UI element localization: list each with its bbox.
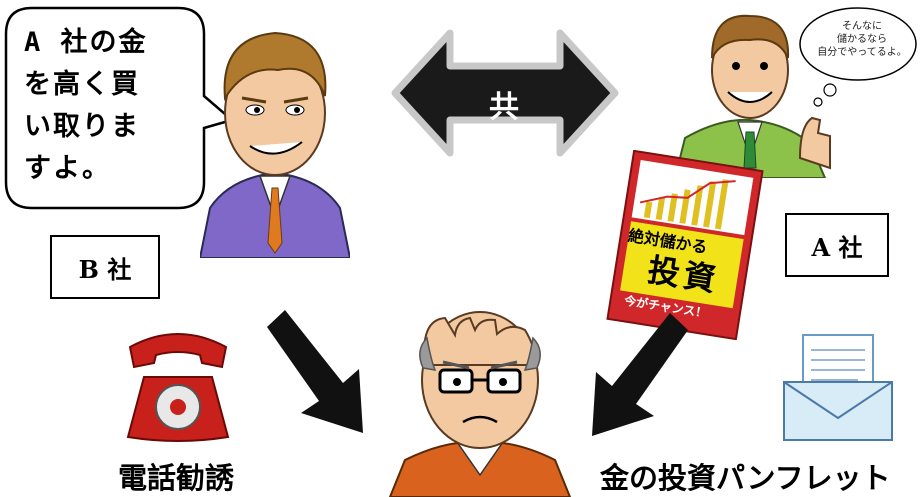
elderly-victim-illustration [388, 311, 572, 497]
company-b-man-illustration [200, 31, 350, 258]
company-b-label: B 社 [50, 235, 160, 299]
thought-line: そんなに [842, 21, 882, 32]
speech-line: を高く買 [24, 69, 140, 100]
collusion-double-arrow [391, 29, 619, 157]
phone-solicitation-caption: 電話勧誘 [118, 461, 235, 495]
company-a-label: A 社 [785, 213, 889, 277]
thought-line: 儲かるなら [837, 34, 887, 45]
envelope-letter-icon [783, 334, 893, 441]
investment-pamphlet [606, 150, 764, 340]
speech-line: すよ。 [24, 153, 111, 184]
speech-line: い取りま [24, 111, 140, 142]
speech-bubble-text: A 社の金 を高く買 い取りま すよ。 [24, 22, 194, 190]
arrow-from-company-a [592, 313, 688, 436]
thought-bubble-text: そんなに 儲かるなら 自分でやってるよ。 [812, 20, 912, 59]
telephone-icon [126, 333, 230, 442]
speech-line: A 社の金 [24, 27, 148, 58]
gold-investment-pamphlet-caption: 金の投資パンフレット [600, 461, 891, 495]
thought-bubble [799, 7, 917, 107]
thought-line: 自分でやってるよ。 [817, 47, 907, 58]
arrow-from-company-b [267, 310, 363, 433]
collusion-label: 共 犯 [489, 90, 541, 169]
